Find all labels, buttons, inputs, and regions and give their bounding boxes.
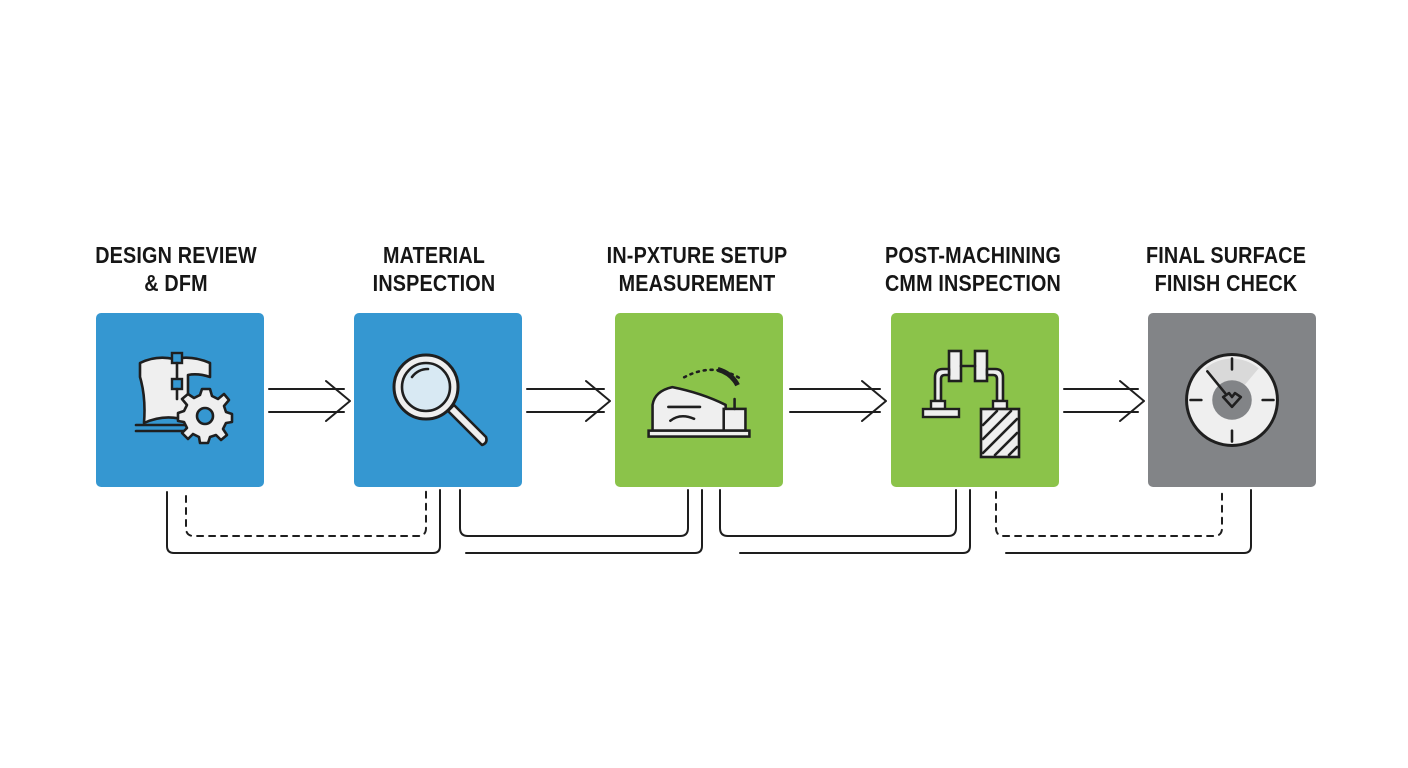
stage-label-design-review: DESIGN REVIEW & DFM: [64, 241, 288, 297]
feedback-loop-4-outer: [1005, 489, 1252, 554]
stage-label-line: POST-MACHINING: [884, 242, 1062, 268]
stage-box-surface-finish: [1148, 313, 1316, 487]
feedback-loop-2-outer: [465, 489, 703, 554]
stage-label-material-inspection: MATERIAL INSPECTION: [322, 241, 546, 297]
stage-label-line: CMM INSPECTION: [884, 270, 1062, 296]
stage-label-setup-measurement: IN-PXTURE SETUP MEASUREMENT: [585, 241, 809, 297]
stage-label-line: IN-PXTURE SETUP: [606, 242, 788, 268]
blueprint-gear-icon: [134, 351, 234, 445]
feedback-loop-3-outer: [739, 489, 971, 554]
feedback-loop-1-outer: [166, 489, 441, 554]
feedback-loop-1-inner: [185, 489, 427, 537]
magnifying-glass-icon: [392, 353, 488, 447]
feedback-loop-2-inner: [459, 489, 689, 537]
flow-arrow-3: [789, 380, 887, 422]
stage-label-line: INSPECTION: [372, 270, 496, 296]
flow-arrow-4: [1063, 380, 1145, 422]
fixture-probe-icon: [647, 366, 751, 438]
stage-label-line: & DFM: [144, 270, 208, 296]
cmm-probe-icon: [921, 349, 1021, 459]
stage-box-cmm-inspection: [891, 313, 1059, 487]
flow-arrows: [268, 380, 1145, 422]
feedback-loop-3-inner: [719, 489, 957, 537]
stage-label-line: FINISH CHECK: [1154, 270, 1298, 296]
feedback-loop-4-inner: [995, 489, 1223, 537]
stage-label-surface-finish: FINAL SURFACE FINISH CHECK: [1114, 241, 1338, 297]
stage-label-line: FINAL SURFACE: [1145, 242, 1307, 268]
stage-box-design-review: [96, 313, 264, 487]
stage-label-line: MATERIAL: [382, 242, 486, 268]
stage-box-material-inspection: [354, 313, 522, 487]
surface-gauge-icon: [1185, 353, 1279, 447]
stage-label-line: MEASUREMENT: [618, 270, 776, 296]
feedback-loops: [166, 489, 1252, 554]
stage-label-line: DESIGN REVIEW: [95, 242, 257, 268]
stage-label-cmm-inspection: POST-MACHINING CMM INSPECTION: [861, 241, 1085, 297]
flow-arrow-2: [526, 380, 611, 422]
stage-box-setup-measurement: [615, 313, 783, 487]
flow-arrow-1: [268, 380, 351, 422]
